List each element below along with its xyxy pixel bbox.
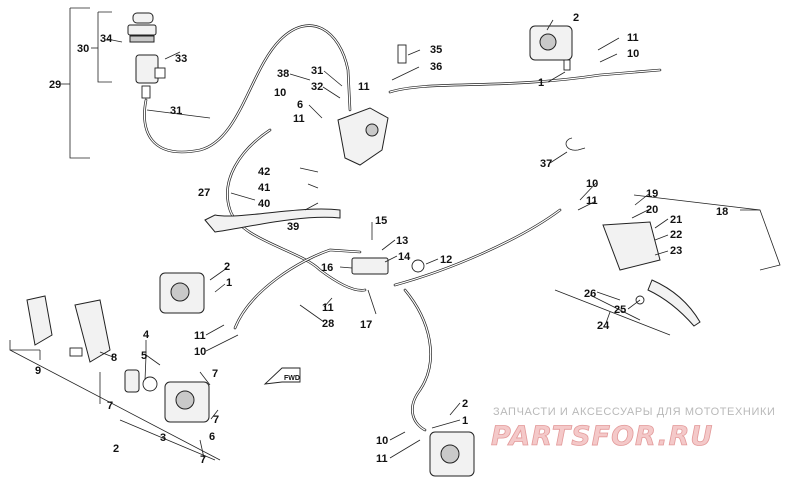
callout-4: 4 [143,329,150,341]
callout-10-top: 10 [627,48,639,60]
clip-37 [565,137,586,151]
brackets [26,295,111,363]
callout-24: 24 [597,320,610,332]
callout-35: 35 [430,44,442,56]
callout-11-top: 11 [627,32,639,44]
callout-41: 41 [258,182,270,194]
callout-23: 23 [670,245,682,257]
callout-29: 29 [49,79,61,91]
callout-42: 42 [258,166,270,178]
junction-block [351,257,425,275]
caliper-top-right [529,25,573,71]
callout-11-right: 11 [586,195,598,207]
callout-1-bottom-right: 1 [462,415,468,427]
callout-7-a: 7 [212,368,218,380]
callout-27: 27 [198,187,210,199]
callout-19: 19 [646,188,658,200]
watermark-tagline: ЗАПЧАСТИ И АКСЕССУАРЫ ДЛЯ МОТОТЕХНИКИ [493,406,775,418]
callout-10-front-left: 10 [194,346,206,358]
callout-9: 9 [35,365,41,377]
callout-30: 30 [77,43,89,55]
callout-33: 33 [175,53,187,65]
callout-10-master: 10 [274,87,286,99]
callout-18: 18 [716,206,728,218]
callout-3: 3 [160,432,166,444]
caliper-bottom [429,431,475,477]
callout-40: 40 [258,198,270,210]
callout-8: 8 [111,352,117,364]
callout-7-c: 7 [213,414,219,426]
callout-2-bottom: 2 [113,443,119,455]
watermark: ЗАПЧАСТИ И АКСЕССУАРЫ ДЛЯ МОТОТЕХНИКИ PA… [491,406,775,452]
callout-37: 37 [540,158,552,170]
callout-11-bottom-right: 11 [376,453,388,465]
brake-pedal-arm [204,208,341,233]
callout-21: 21 [670,214,682,226]
hand-lever-assembly [602,221,701,327]
caliper-rear [124,369,210,423]
callout-5: 5 [141,350,147,362]
callout-11-master: 11 [293,113,305,125]
callout-12: 12 [440,254,452,266]
callout-11-mid: 11 [322,302,334,314]
callout-10-bottom-right: 10 [376,435,388,447]
caliper-front-left [159,272,205,314]
callout-6-master: 6 [297,99,303,111]
parts: FWD [26,12,701,477]
fwd-label: FWD [284,375,300,382]
callout-38: 38 [277,68,289,80]
callout-11-master-2: 11 [358,81,370,93]
callout-36: 36 [430,61,442,73]
callout-31-reservoir: 31 [170,105,182,117]
callout-1-top: 1 [538,77,544,89]
callout-25: 25 [614,304,626,316]
callout-6-bottom: 6 [209,431,215,443]
callout-15: 15 [375,215,387,227]
callout-14: 14 [398,251,411,263]
callout-22: 22 [670,229,682,241]
forward-arrow: FWD [263,367,301,385]
callout-2-front-left: 2 [224,261,230,273]
callout-11-front-left: 11 [194,330,206,342]
callout-17: 17 [360,319,372,331]
callout-32: 32 [311,81,323,93]
callout-2-bottom-right: 2 [462,398,468,410]
callout-26: 26 [584,288,596,300]
brake-hoses [143,24,662,432]
master-cylinder [337,44,407,166]
callout-7-b: 7 [107,400,113,412]
callout-16: 16 [321,262,333,274]
callout-31-master: 31 [311,65,323,77]
callout-1-front-left: 1 [226,277,232,289]
callout-28: 28 [322,318,334,330]
callout-7-d: 7 [200,454,206,466]
reservoir [127,12,166,99]
callout-10-right: 10 [586,178,598,190]
watermark-logo: PARTSFOR.RU [491,421,713,452]
callout-39: 39 [287,221,299,233]
callout-20: 20 [646,204,658,216]
callout-2-top: 2 [573,12,579,24]
callout-labels: 1 2 10 11 29 30 31 33 34 35 36 31 32 38 … [35,12,728,466]
leader-lines [9,7,781,461]
callout-34: 34 [100,33,113,45]
callout-13: 13 [396,235,408,247]
